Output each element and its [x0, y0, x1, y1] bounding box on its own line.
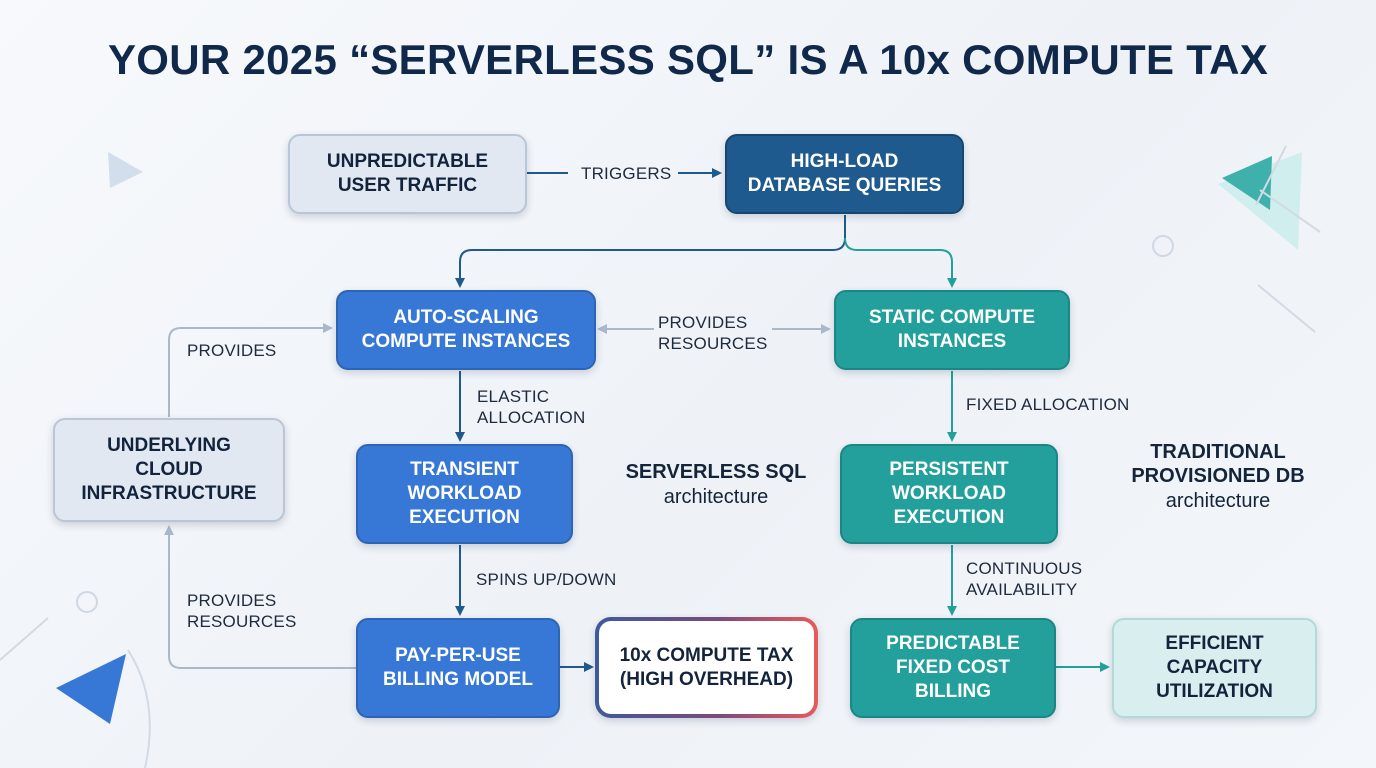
node-10x-compute-tax: 10x COMPUTE TAX (HIGH OVERHEAD) — [595, 617, 818, 718]
edge-label-elastic-allocation: ELASTIC ALLOCATION — [477, 387, 586, 427]
deco-triangle-bottomleft — [56, 654, 126, 724]
deco-triangle-topleft — [108, 152, 143, 188]
edge-label-continuous-availability: CONTINUOUS AVAILABILITY — [966, 559, 1083, 599]
deco-line-right-a — [1259, 189, 1321, 233]
node-persistent-workload-execution: PERSISTENT WORKLOAD EXECUTION — [840, 444, 1058, 544]
architecture-caption-traditional: TRADITIONAL PROVISIONED DB architecture — [1098, 440, 1338, 514]
node-10x-compute-tax-label: 10x COMPUTE TAX (HIGH OVERHEAD) — [599, 621, 814, 714]
node-pay-per-use-billing-model: PAY-PER-USE BILLING MODEL — [356, 618, 560, 718]
node-static-compute-instances: STATIC COMPUTE INSTANCES — [834, 290, 1070, 370]
deco-curve-left — [127, 649, 151, 768]
edge-queries-split-right — [844, 237, 957, 288]
page-title: YOUR 2025 “SERVERLESS SQL” IS A 10x COMP… — [107, 36, 1269, 83]
architecture-kind-serverless: architecture — [663, 486, 769, 508]
edge-label-provides-resources-bottom: PROVIDES RESOURCES — [187, 591, 297, 631]
deco-circle-right — [1152, 235, 1174, 257]
node-auto-scaling-compute-instances: AUTO-SCALING COMPUTE INSTANCES — [336, 290, 596, 370]
edge-label-triggers: TRIGGERS — [581, 164, 672, 183]
architecture-name-traditional: TRADITIONAL PROVISIONED DB — [1131, 441, 1305, 487]
edge-payperuse-cloud — [164, 525, 356, 669]
connectors — [164, 168, 1110, 672]
node-transient-workload-execution: TRANSIENT WORKLOAD EXECUTION — [356, 444, 573, 544]
edge-label-provides-top: PROVIDES — [187, 341, 277, 360]
node-underlying-cloud-infrastructure: UNDERLYING CLOUD INFRASTRUCTURE — [53, 418, 285, 522]
node-high-load-database-queries: HIGH-LOAD DATABASE QUERIES — [725, 134, 964, 214]
node-efficient-capacity-utilization: EFFICIENT CAPACITY UTILIZATION — [1112, 618, 1317, 718]
node-unpredictable-user-traffic: UNPREDICTABLE USER TRAFFIC — [288, 134, 527, 214]
decorations — [0, 145, 1321, 768]
deco-line-left — [0, 617, 49, 661]
architecture-name-serverless: SERVERLESS SQL — [625, 461, 807, 483]
deco-line-topright — [1255, 145, 1287, 206]
edge-queries-split-left — [455, 215, 846, 288]
deco-line-right-b — [1257, 284, 1316, 333]
edge-label-provides-resources-mid: PROVIDES RESOURCES — [658, 313, 768, 353]
edge-cloud-autoscaling — [168, 323, 333, 417]
edge-label-spins-up-down: SPINS UP/DOWN — [476, 570, 617, 589]
architecture-caption-serverless: SERVERLESS SQL architecture — [606, 460, 826, 510]
edge-label-fixed-allocation: FIXED ALLOCATION — [966, 395, 1130, 414]
deco-circle-left — [76, 591, 98, 613]
architecture-kind-traditional: architecture — [1165, 490, 1271, 512]
node-predictable-fixed-cost-billing: PREDICTABLE FIXED COST BILLING — [850, 618, 1056, 718]
